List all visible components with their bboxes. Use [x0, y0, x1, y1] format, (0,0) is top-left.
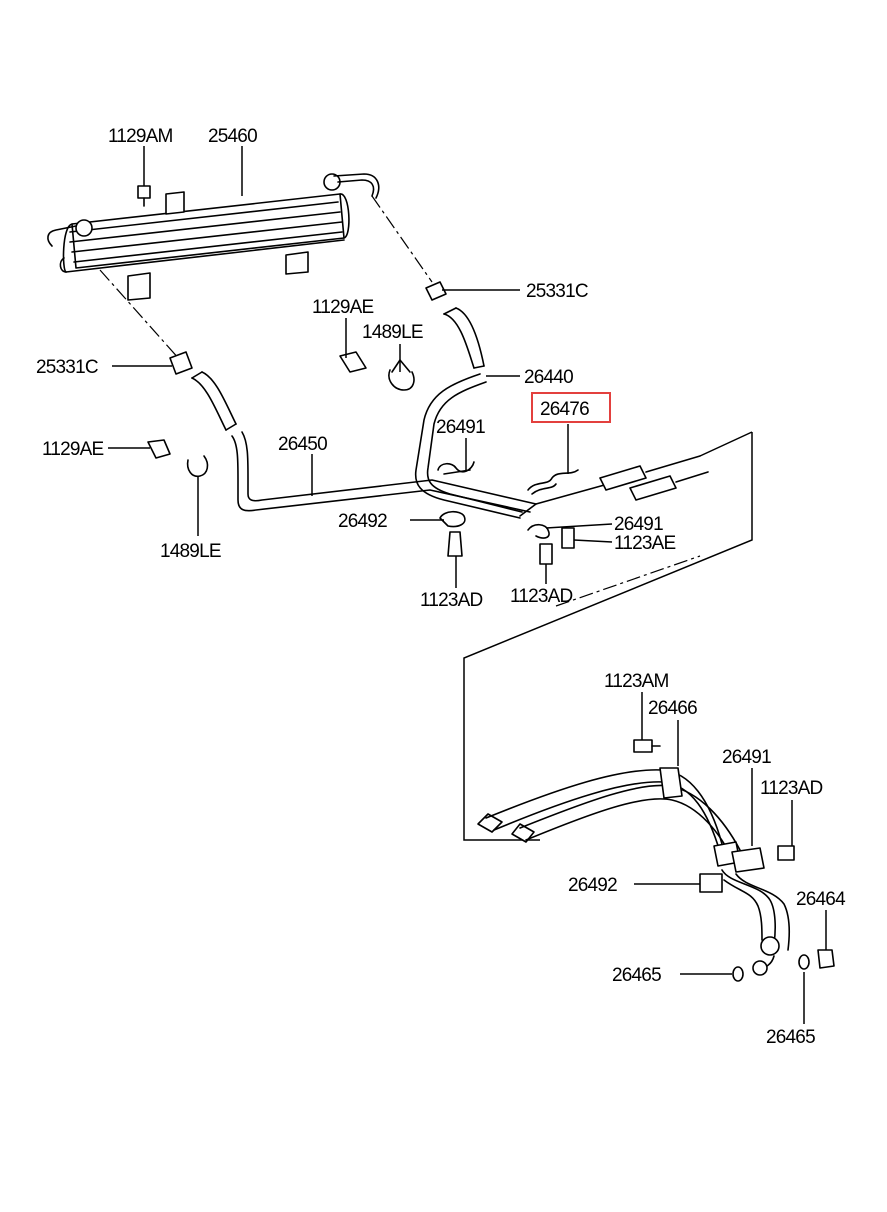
- bolt-26464-part: [798, 949, 835, 970]
- clip-26491-upper-part: [437, 461, 475, 475]
- clip-26491-lower-part: [527, 523, 575, 565]
- callout-1129ae-upper: 1129AE: [312, 297, 374, 318]
- clip-26492-lower-part: [699, 873, 723, 893]
- section-outline: [463, 432, 753, 841]
- callout-26491-upper: 26491: [436, 417, 485, 438]
- callout-26492-upper: 26492: [338, 511, 387, 532]
- callout-1123ad-right: 1123AD: [760, 778, 823, 799]
- assembly-line-right: [371, 195, 433, 283]
- callout-26491-lower: 26491: [722, 747, 771, 768]
- callout-1489le-left: 1489LE: [160, 541, 221, 562]
- callout-25460: 25460: [208, 126, 257, 147]
- lower-hose-assembly-part: [477, 767, 790, 976]
- hose-26450-part: [169, 351, 609, 517]
- callout-25331c-left: 25331C: [36, 357, 98, 378]
- clip-26476-part: [527, 469, 579, 495]
- callout-1123am: 1123AM: [604, 671, 669, 692]
- clip-26492-part: [439, 510, 466, 557]
- callout-26491-mid: 26491: [614, 514, 663, 535]
- callout-26465-right: 26465: [766, 1027, 815, 1048]
- clamp-1489le-left-part: [147, 439, 209, 478]
- callout-26465-left: 26465: [612, 965, 661, 986]
- callout-26492-lower: 26492: [568, 875, 617, 896]
- highlight-box: [531, 392, 611, 423]
- callout-labels: 1129AM 25460 25331C 1129AE 1489LE 25331C…: [36, 126, 847, 1048]
- callout-1123ad-left: 1123AD: [420, 590, 483, 611]
- callout-1123ae: 1123AE: [614, 533, 676, 554]
- section-dash-line: [555, 555, 701, 607]
- callout-26464: 26464: [796, 889, 846, 910]
- section-outline-top: [699, 431, 753, 457]
- tube-ends-upper-part: [599, 455, 709, 501]
- callout-25331c-right: 25331C: [526, 281, 588, 302]
- callout-26450: 26450: [278, 434, 327, 455]
- bolt-1123ad-part: [777, 845, 795, 861]
- callout-26476: 26476: [540, 399, 589, 420]
- callout-1129ae-left: 1129AE: [42, 439, 104, 460]
- leader-lines: [108, 146, 827, 1024]
- callout-1129am: 1129AM: [108, 126, 173, 147]
- callout-1123ad-mid: 1123AD: [510, 586, 573, 607]
- callout-26440: 26440: [524, 367, 573, 388]
- assembly-line-left: [99, 269, 181, 361]
- bolt-1129am-part: [137, 185, 151, 207]
- washer-26465-part: [732, 966, 744, 982]
- hose-26440-part: [414, 281, 523, 519]
- bolt-1123am-part: [633, 739, 661, 753]
- oil-cooler-part: [47, 173, 380, 301]
- clamp-1489le-right-part: [339, 351, 415, 391]
- callout-26466: 26466: [648, 698, 697, 719]
- callout-1489le-upper: 1489LE: [362, 322, 423, 343]
